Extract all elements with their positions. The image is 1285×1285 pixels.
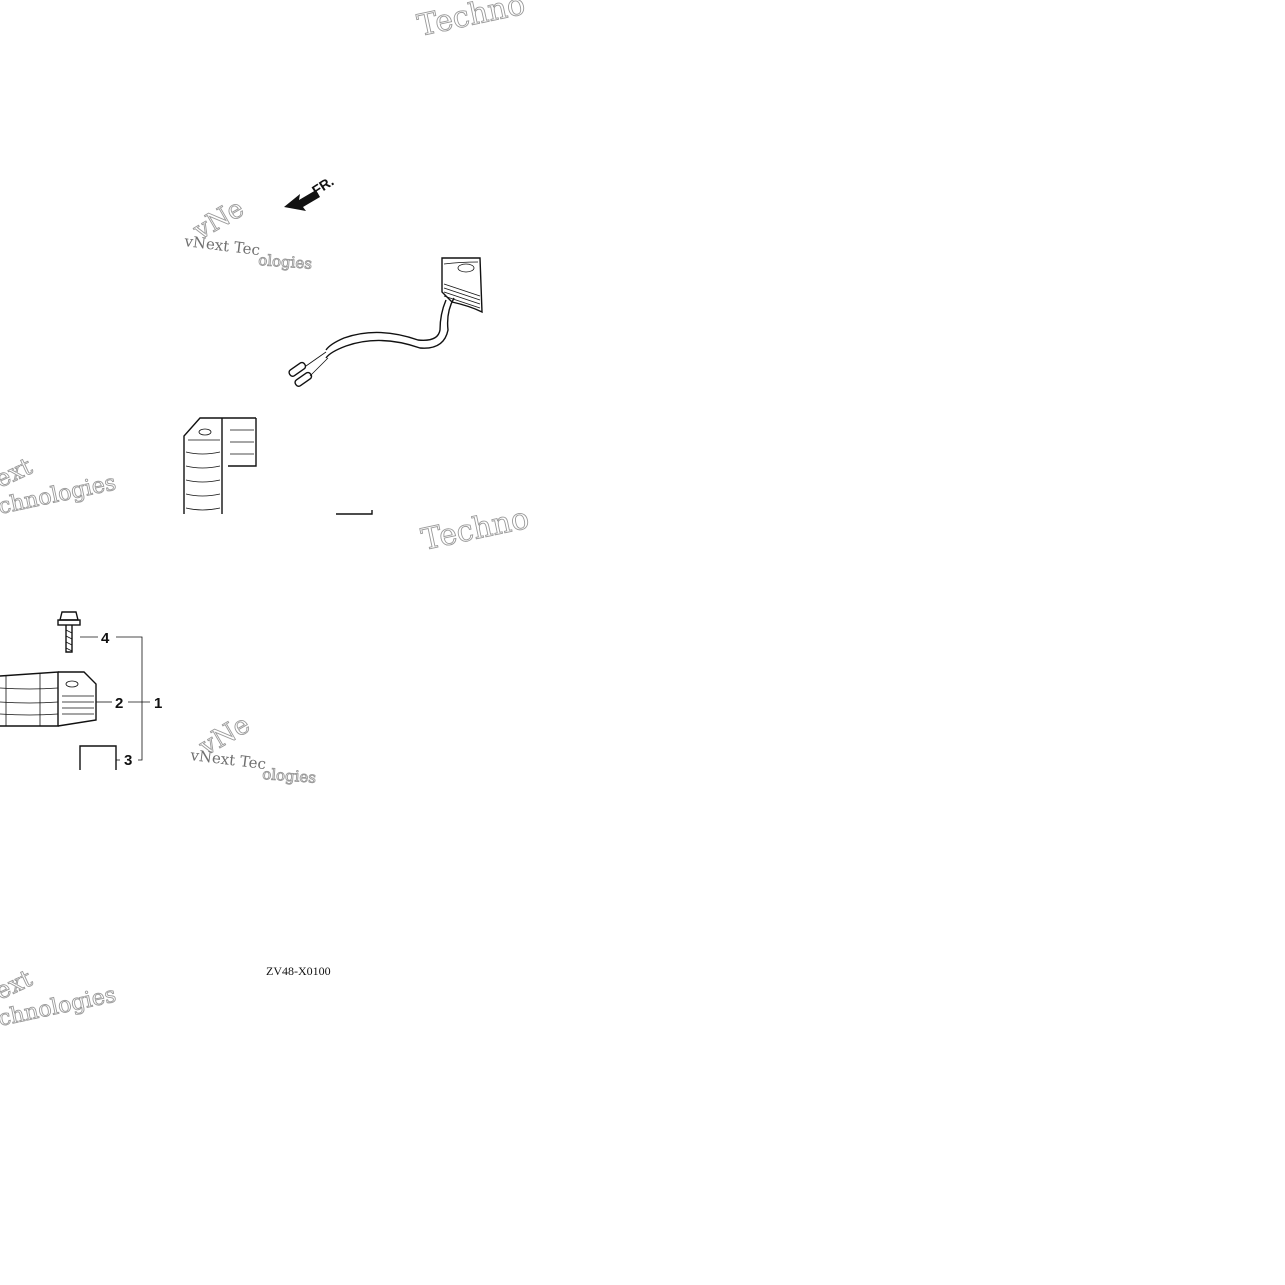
watermark-group: Techno Techno vNe vNext Tec ologies vNe … [0,0,533,1032]
front-arrow-icon [284,190,320,211]
diagram-reference-code: ZV48-X0100 [266,964,331,978]
watermark-vnext-text-2: vNext Tec [189,746,267,773]
stator-segment-top-right [441,257,483,314]
callout-number-1: 1 [154,695,162,712]
wire-connector-terminal-upper [288,361,307,377]
bolt-part [57,611,81,653]
watermark-technologies-mid: Techno [418,501,532,558]
lead-wire-harness [288,297,455,387]
callout-labels: 4 2 1 3 [101,630,162,769]
front-direction-indicator: FR. [284,173,337,211]
coil-segment-part [0,671,97,727]
wire-connector-terminal-lower [294,371,313,387]
watermark-vnext-tail-2: ologies [262,765,317,787]
watermark-vnext-text-1: vNext Tec [183,232,261,259]
callout-number-4: 4 [101,630,110,647]
watermark-vnext-tail-1: ologies [258,251,313,273]
coil-corner-segment [183,417,373,515]
callout-leaders [80,636,150,761]
callout-number-2: 2 [115,695,123,712]
watermark-technologies-top: Techno [414,0,528,44]
bracket-part [79,745,117,770]
callout-number-3: 3 [124,752,132,769]
